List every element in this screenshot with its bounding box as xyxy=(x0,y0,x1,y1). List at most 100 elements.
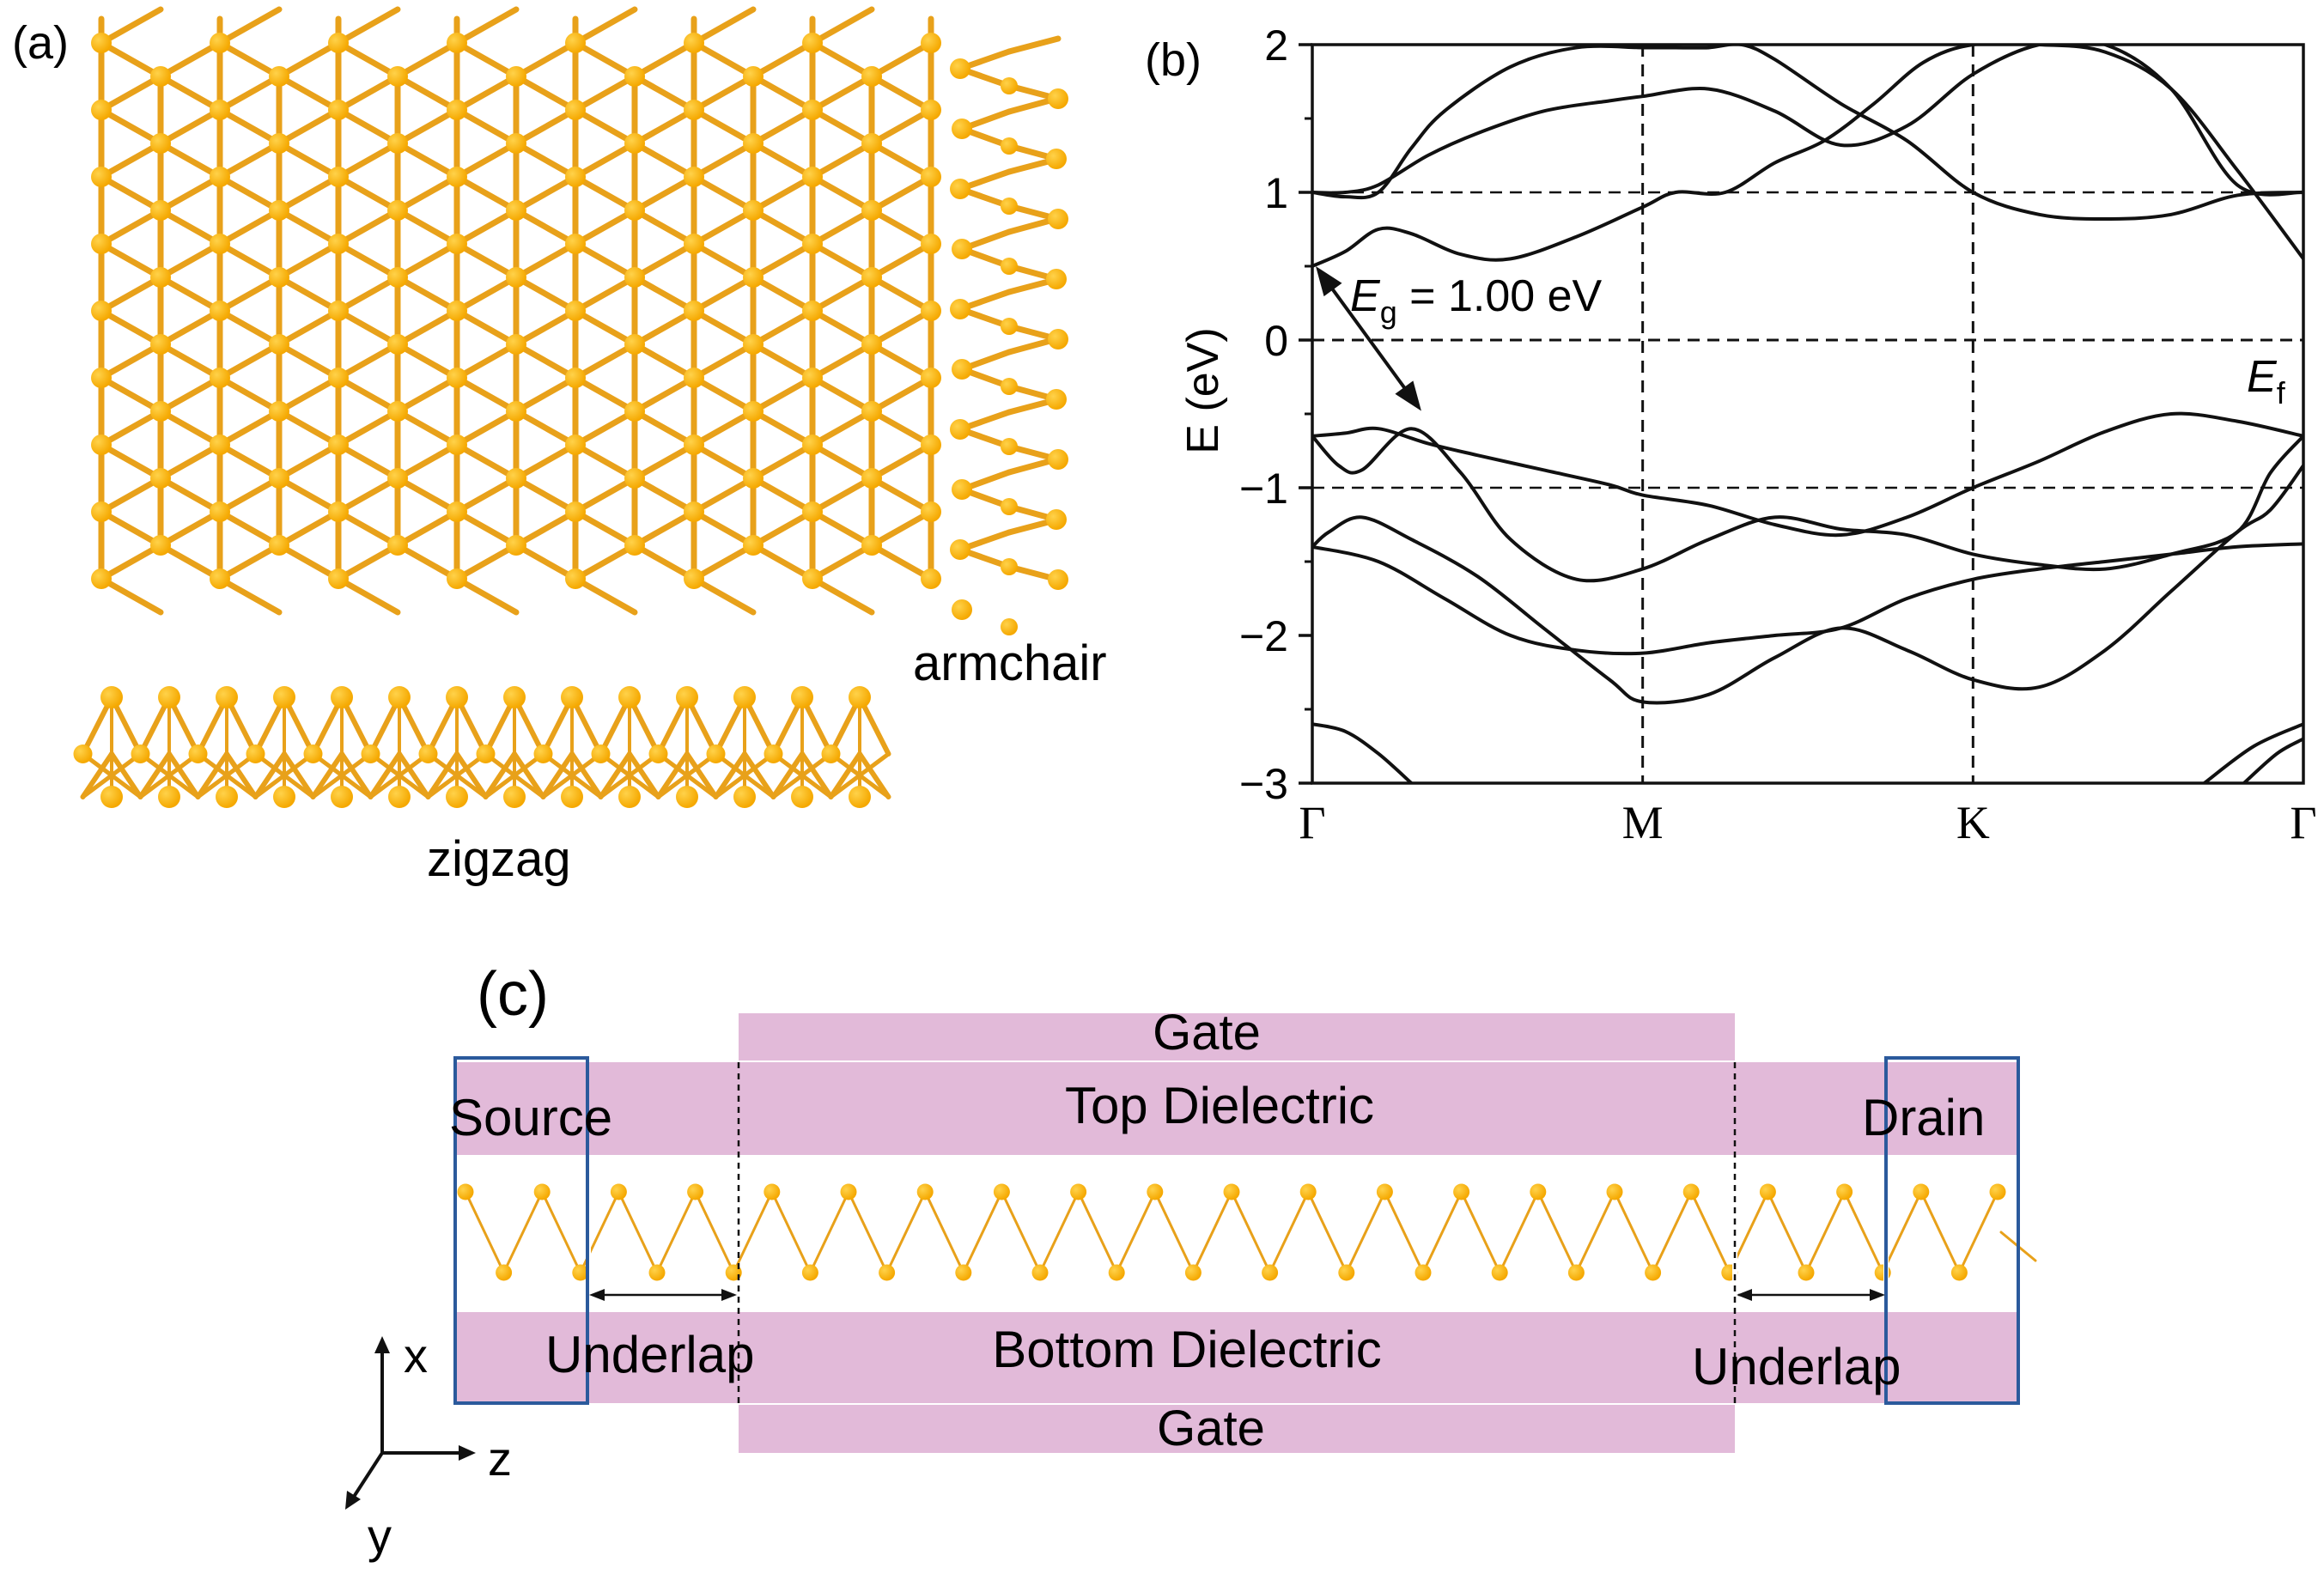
bond xyxy=(394,207,460,247)
bond xyxy=(80,751,114,799)
zigzag-label: zigzag xyxy=(427,831,571,887)
bond xyxy=(572,508,638,549)
atom xyxy=(328,301,349,321)
atom xyxy=(273,786,295,808)
bond xyxy=(276,508,342,549)
bond xyxy=(216,508,283,549)
bond xyxy=(453,40,520,80)
bond xyxy=(691,374,757,415)
atom xyxy=(387,267,408,288)
bond xyxy=(394,140,460,180)
atom xyxy=(269,133,289,154)
bond xyxy=(750,106,816,147)
atom xyxy=(533,744,553,763)
atom xyxy=(802,368,823,388)
atom xyxy=(916,1183,934,1200)
bond xyxy=(157,374,223,415)
bond xyxy=(276,106,342,147)
bond xyxy=(750,173,816,214)
atom xyxy=(1048,329,1068,349)
bond xyxy=(631,173,697,214)
bond xyxy=(157,173,223,214)
bond xyxy=(750,441,816,482)
atom xyxy=(565,435,586,455)
bond xyxy=(157,240,223,281)
atom xyxy=(447,33,467,53)
bond xyxy=(713,751,747,799)
bond xyxy=(282,751,316,799)
atom xyxy=(921,234,941,254)
bond xyxy=(572,542,638,582)
atom xyxy=(361,744,380,763)
bond xyxy=(98,542,164,582)
atom xyxy=(565,33,586,53)
atom xyxy=(764,744,783,763)
bond xyxy=(691,274,757,314)
y-tick-label: 1 xyxy=(1264,169,1288,217)
bond xyxy=(98,374,164,415)
atom xyxy=(687,1183,704,1200)
bond xyxy=(868,40,934,80)
bond xyxy=(335,341,401,381)
bond xyxy=(572,6,638,46)
bond xyxy=(809,6,875,46)
band-line-6 xyxy=(2203,722,2303,783)
atom xyxy=(861,267,882,288)
atom xyxy=(1048,209,1068,229)
bond xyxy=(868,508,934,549)
bond xyxy=(809,173,875,214)
bond xyxy=(98,73,164,113)
bond xyxy=(691,106,757,147)
atom xyxy=(269,535,289,556)
bond xyxy=(453,207,520,247)
bond xyxy=(98,207,164,247)
atom xyxy=(1001,618,1018,635)
bond xyxy=(98,274,164,314)
atom xyxy=(1001,438,1018,455)
bond xyxy=(453,6,520,46)
atom xyxy=(328,100,349,120)
atom xyxy=(269,66,289,87)
atom xyxy=(100,686,123,708)
bond xyxy=(750,140,816,180)
bond xyxy=(394,408,460,448)
atom xyxy=(565,234,586,254)
bond xyxy=(513,508,579,549)
bond xyxy=(513,40,579,80)
bond xyxy=(750,274,816,314)
bond xyxy=(157,441,223,482)
bond xyxy=(691,240,757,281)
atom xyxy=(624,535,645,556)
bond xyxy=(572,274,638,314)
atom xyxy=(210,234,230,254)
atom xyxy=(150,200,171,221)
atom xyxy=(269,468,289,489)
atom xyxy=(950,58,970,79)
bond xyxy=(809,575,875,616)
bond xyxy=(800,751,834,799)
atom xyxy=(188,744,208,763)
atom xyxy=(861,200,882,221)
bond xyxy=(276,408,342,448)
bond xyxy=(453,475,520,515)
atom xyxy=(743,468,764,489)
atom xyxy=(91,100,112,120)
bottom-gate-label: Gate xyxy=(1157,1401,1265,1456)
atom xyxy=(1989,1183,2006,1200)
bond xyxy=(742,751,776,799)
bond xyxy=(1957,1190,1999,1274)
bond xyxy=(335,207,401,247)
bond xyxy=(335,73,401,113)
axis-x-label: x xyxy=(404,1328,428,1383)
atom xyxy=(328,33,349,53)
bond xyxy=(276,73,342,113)
bond xyxy=(453,274,520,314)
coordinate-axes: x z y xyxy=(345,1328,512,1563)
atom xyxy=(150,468,171,489)
bond xyxy=(572,374,638,415)
armchair-label: armchair xyxy=(913,635,1107,691)
atom xyxy=(802,167,823,187)
x-tick-label: Γ xyxy=(1299,797,1325,848)
bond xyxy=(157,140,223,180)
